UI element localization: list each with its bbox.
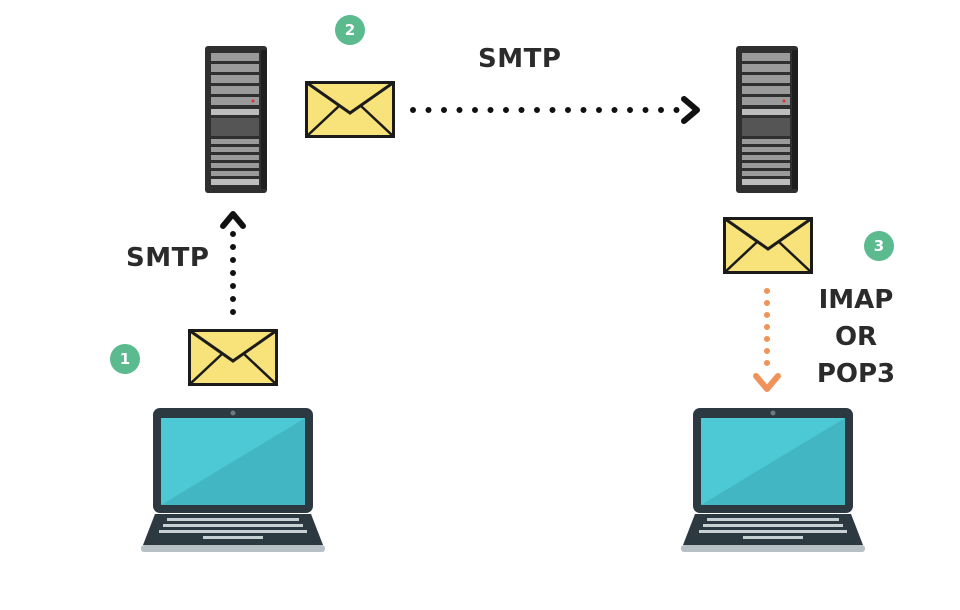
imap-label: IMAP: [818, 285, 894, 315]
step-badge-3: 3: [864, 231, 894, 261]
envelope-icon: [305, 81, 395, 138]
step-badge-1: 1: [110, 344, 140, 374]
smtp-left-label: SMTP: [126, 243, 210, 273]
envelope-icon: [188, 329, 278, 386]
smtp-top-label: SMTP: [478, 44, 562, 74]
sender-server-icon: [205, 46, 267, 193]
smtp-upload-arrowhead: [220, 211, 246, 229]
pop3-label: POP3: [816, 359, 896, 389]
smtp-relay-arrowhead: [681, 96, 700, 124]
recipient-server-icon: [736, 46, 798, 193]
or-label: OR: [834, 322, 878, 352]
recipient-laptop-icon: [681, 408, 865, 552]
sender-laptop-icon: [141, 408, 325, 552]
envelope-icon: [723, 217, 813, 274]
retrieve-arrowhead: [753, 373, 781, 392]
retrieval-protocol-label: IMAP OR POP3: [811, 282, 901, 393]
step-badge-2: 2: [335, 15, 365, 45]
